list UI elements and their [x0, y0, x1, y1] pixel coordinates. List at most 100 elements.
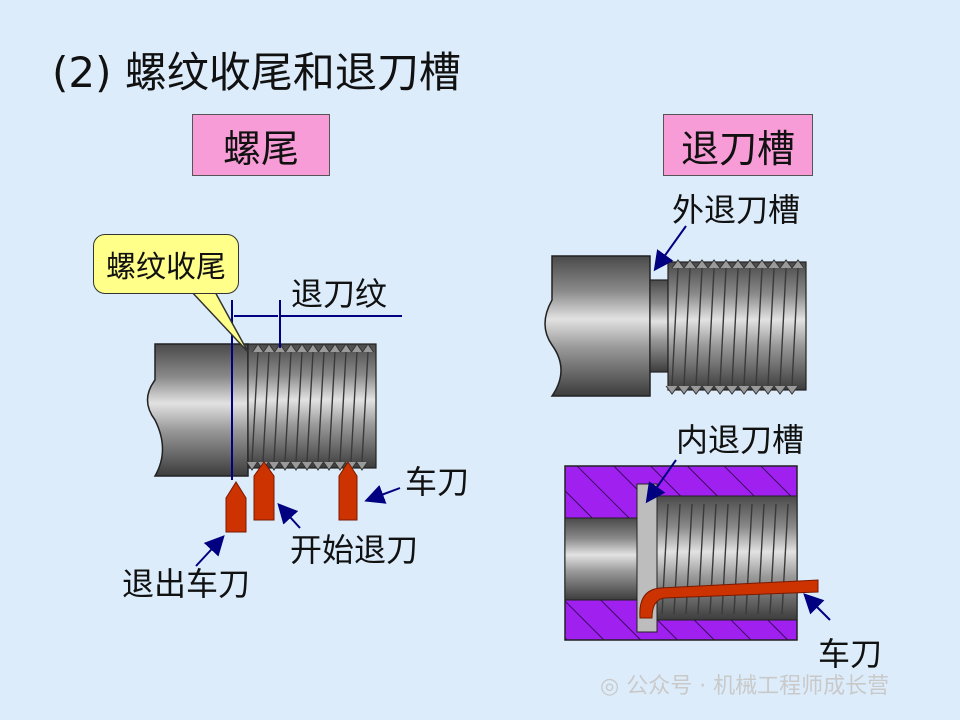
thread-crest	[683, 267, 691, 387]
thread-tooth	[689, 385, 703, 395]
label-exit-tool: 退出车刀	[122, 565, 251, 603]
arrow-internal-groove	[645, 459, 677, 504]
thread-tooth	[773, 385, 787, 395]
thread-crest	[707, 267, 715, 387]
label-tool-retract-thread: 退刀纹	[291, 275, 388, 313]
tool-start	[253, 461, 275, 521]
thread-crest	[755, 267, 763, 387]
runout-callout: 螺纹收尾	[93, 234, 239, 294]
left-thread-lines	[246, 343, 374, 471]
thread-crest	[731, 267, 739, 387]
internal-tool	[639, 579, 819, 619]
thread-tooth	[307, 343, 319, 353]
thread-tooth	[791, 259, 805, 269]
label-external-groove: 外退刀槽	[672, 191, 801, 229]
external-groove-figure	[544, 225, 807, 397]
thread-crest	[757, 503, 765, 615]
label-start-retract: 开始退刀	[290, 531, 419, 569]
thread-tail-box: 螺尾	[192, 114, 330, 176]
thread-tooth	[743, 259, 757, 269]
groove-box: 退刀槽	[663, 114, 813, 176]
thread-crest	[779, 267, 787, 387]
thread-crest	[361, 351, 369, 463]
arrow-start-retract	[277, 503, 301, 529]
bore-plain	[564, 517, 638, 601]
thread-tooth	[725, 385, 739, 395]
thread-tooth	[713, 385, 727, 395]
watermark: ◎ 公众号 · 机械工程师成长营	[600, 668, 889, 700]
ext-shaft-head	[544, 255, 651, 397]
tool-cutting	[338, 461, 358, 521]
thread-tooth	[312, 461, 324, 471]
thread-crest	[295, 351, 303, 463]
thread-tooth	[246, 461, 258, 471]
tool-exit	[225, 481, 247, 533]
thread-tooth	[731, 259, 745, 269]
thread-tooth	[665, 385, 679, 395]
thread-crest	[781, 503, 789, 615]
arrow-external-groove	[653, 225, 687, 272]
thread-tooth	[351, 343, 363, 353]
thread-crest	[306, 351, 314, 463]
thread-crest	[262, 351, 270, 463]
thread-tooth	[767, 259, 781, 269]
label-tool-left: 车刀	[405, 463, 470, 501]
thread-crest	[339, 351, 347, 463]
thread-tooth	[761, 385, 775, 395]
thread-tooth	[671, 259, 685, 269]
thread-tooth	[677, 385, 691, 395]
thread-tooth	[279, 461, 291, 471]
thread-crest	[695, 267, 703, 387]
ext-groove-neck	[649, 279, 669, 373]
arrow-tool	[364, 485, 401, 504]
thread-tooth	[285, 343, 297, 353]
thread-crest	[273, 351, 281, 463]
label-internal-groove: 内退刀槽	[676, 421, 805, 459]
arrow-exit-tool	[195, 535, 225, 567]
thread-tooth	[340, 343, 352, 353]
thread-tooth	[334, 461, 346, 471]
thread-tooth	[701, 385, 715, 395]
thread-crest	[317, 351, 325, 463]
thread-tooth	[683, 259, 697, 269]
thread-tooth	[356, 461, 368, 471]
thread-tooth	[268, 461, 280, 471]
thread-crest	[328, 351, 336, 463]
wechat-icon: ◎	[600, 674, 620, 699]
thread-tooth	[755, 259, 769, 269]
thread-tooth	[737, 385, 751, 395]
thread-tooth	[263, 343, 275, 353]
thread-crest	[767, 267, 775, 387]
arrow-internal-tool	[803, 593, 831, 621]
thread-tail-label: 螺尾	[222, 126, 299, 171]
thread-tooth	[695, 259, 709, 269]
thread-crest	[719, 267, 727, 387]
watermark-text: 公众号 · 机械工程师成长营	[626, 674, 890, 699]
left-shaft-figure	[146, 289, 402, 567]
thread-crest	[743, 267, 751, 387]
thread-crest	[769, 503, 777, 615]
thread-tooth	[301, 461, 313, 471]
thread-tooth	[296, 343, 308, 353]
thread-crest	[350, 351, 358, 463]
thread-tooth	[252, 343, 264, 353]
thread-tooth	[719, 259, 733, 269]
thread-crest	[671, 267, 679, 387]
thread-tooth	[290, 461, 302, 471]
thread-tooth	[707, 259, 721, 269]
thread-tooth	[785, 385, 799, 395]
groove-label: 退刀槽	[680, 126, 795, 171]
ext-thread-lines	[665, 259, 805, 395]
runout-callout-text: 螺纹收尾	[106, 250, 226, 285]
page-title: (2) 螺纹收尾和退刀槽	[52, 48, 461, 97]
left-shaft-body	[146, 343, 249, 477]
thread-tooth	[318, 343, 330, 353]
label-tool-bottom: 车刀	[818, 635, 883, 673]
thread-crest	[251, 351, 259, 463]
thread-tooth	[749, 385, 763, 395]
thread-tooth	[779, 259, 793, 269]
internal-groove-figure	[564, 459, 831, 641]
thread-crest	[284, 351, 292, 463]
